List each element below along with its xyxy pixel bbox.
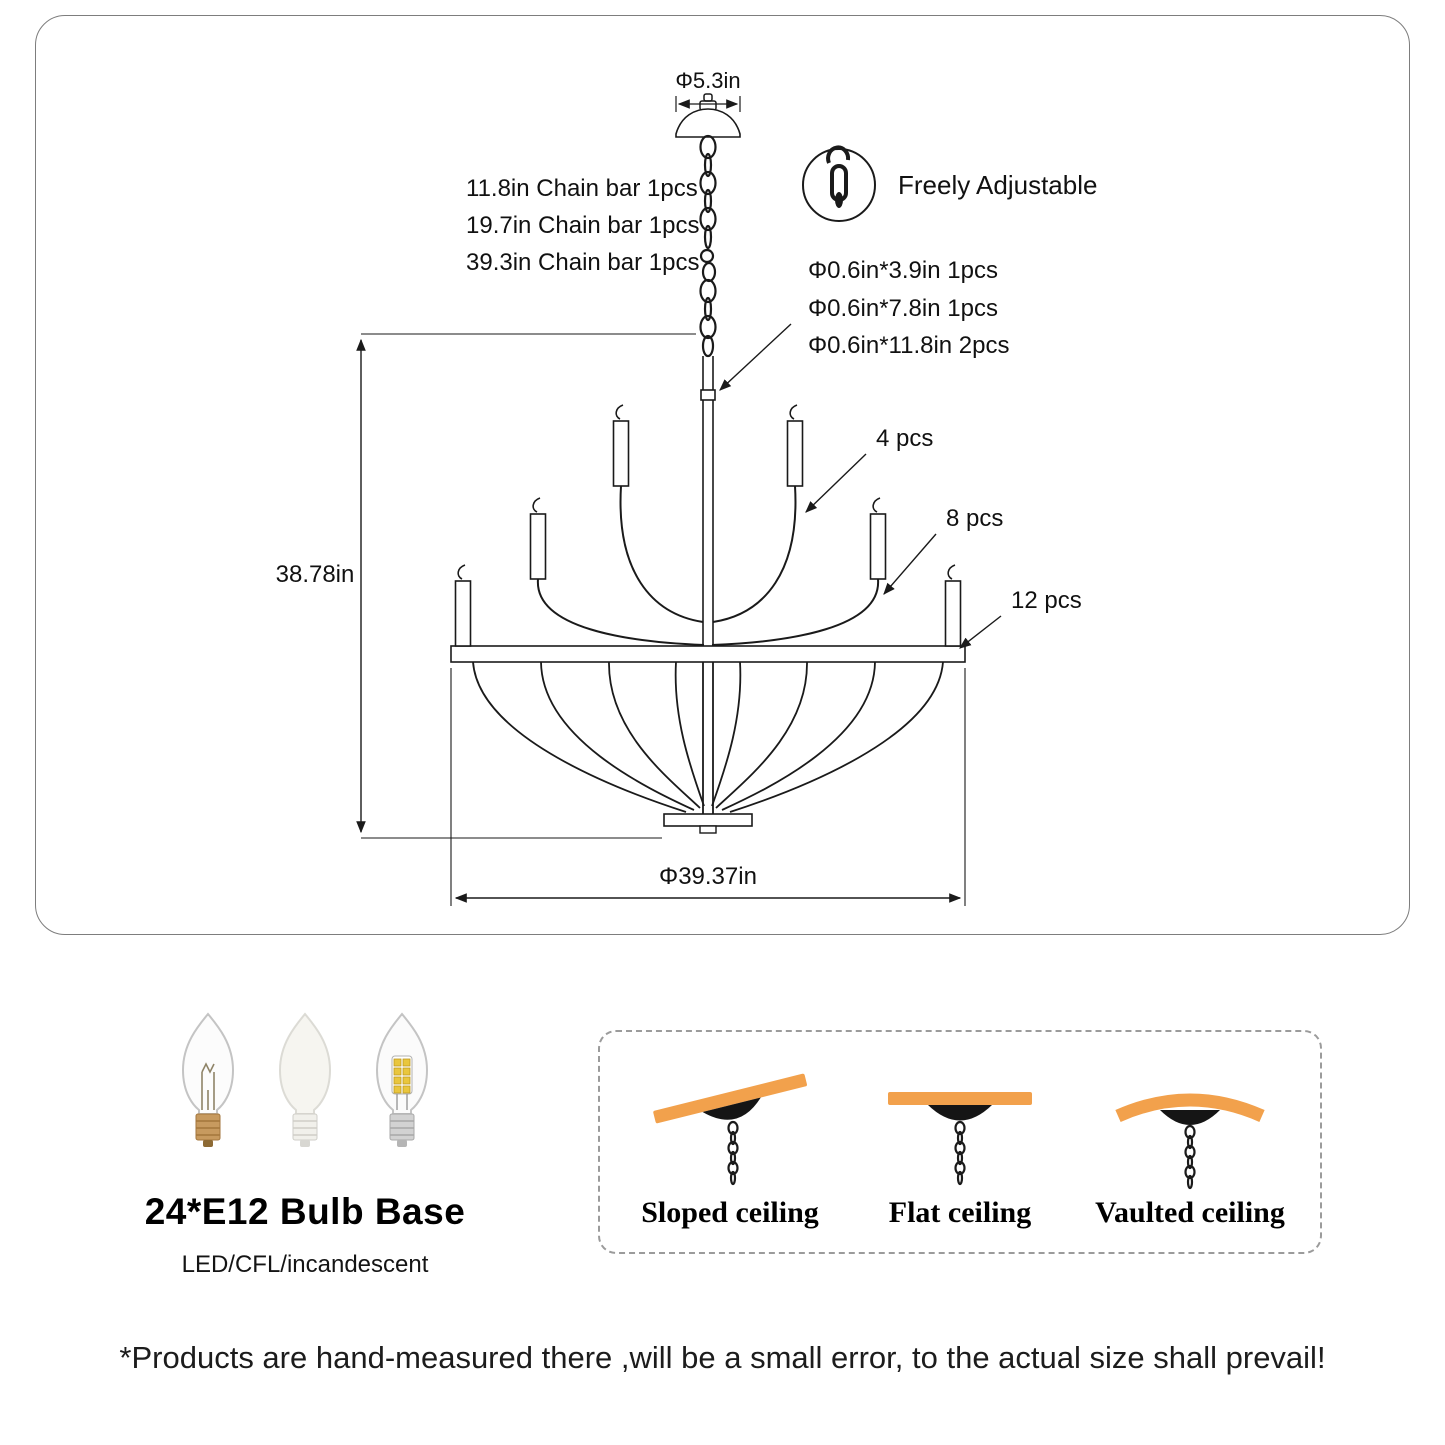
canopy-dimension: Φ5.3in — [675, 68, 741, 112]
bottom-plate — [663, 813, 753, 834]
flat-ceiling-label: Flat ceiling — [888, 1196, 1032, 1229]
height-label: 38.78in — [276, 561, 355, 588]
count-annotations: 4 pcs 8 pcs 12 pcs — [805, 425, 1082, 649]
ceiling-types-panel: Sloped ceiling Flat ceiling — [598, 1030, 1322, 1254]
candle — [869, 497, 887, 580]
bulb-section: 24*E12 Bulb Base LED/CFL/incandescent — [105, 996, 505, 1279]
hanging-chain-icon — [954, 1120, 966, 1186]
diameter-dimension: Φ39.37in — [450, 668, 966, 906]
rod-spec-item: Φ0.6in*11.8in 2pcs — [808, 332, 1010, 359]
hanging-chain-icon — [727, 1120, 739, 1186]
hanging-chain — [699, 134, 717, 358]
candle — [786, 404, 804, 487]
bulb-base-title: 24*E12 Bulb Base — [144, 1191, 466, 1232]
count-arrow — [805, 453, 867, 513]
vaulted-ceiling-label: Vaulted ceiling — [1095, 1196, 1285, 1229]
diameter-label: Φ39.37in — [659, 863, 757, 890]
rod-spec-arrow — [719, 323, 792, 391]
lower-arms — [472, 661, 944, 814]
rod-spec-item: Φ0.6in*3.9in 1pcs — [808, 257, 998, 284]
bulb-type-subtitle: LED/CFL/incandescent — [181, 1251, 429, 1278]
sloped-ceiling-icon — [653, 1073, 807, 1186]
hanging-chain-icon — [1184, 1124, 1196, 1190]
ceiling-canopy — [675, 93, 741, 138]
incandescent-bulb-icon — [181, 1012, 235, 1147]
adjuster-hook-icon — [826, 145, 851, 208]
candles — [454, 404, 962, 647]
count-arrow — [883, 533, 937, 595]
spec-diagram-panel: Φ5.3in — [35, 15, 1410, 935]
chain-bar-item: 19.7in Chain bar 1pcs — [466, 212, 699, 239]
canopy-diameter-label: Φ5.3in — [675, 68, 740, 93]
rod-spec-list: Φ0.6in*3.9in 1pcs Φ0.6in*7.8in 1pcs Φ0.6… — [719, 257, 1010, 391]
bulb-images — [181, 1012, 429, 1147]
rod-spec-item: Φ0.6in*7.8in 1pcs — [808, 295, 998, 322]
frosted-bulb-icon — [278, 1012, 332, 1147]
flat-ceiling-icon — [888, 1092, 1032, 1186]
chain-bar-list: 11.8in Chain bar 1pcs 19.7in Chain bar 1… — [466, 175, 699, 276]
chain-bar-item: 39.3in Chain bar 1pcs — [466, 249, 699, 276]
candle — [612, 404, 630, 487]
count-arrow — [959, 615, 1002, 649]
sloped-ceiling-label: Sloped ceiling — [641, 1196, 819, 1229]
vaulted-ceiling-icon — [1115, 1093, 1265, 1190]
chain-bar-item: 11.8in Chain bar 1pcs — [466, 175, 698, 202]
freely-adjustable-label: Freely Adjustable — [898, 170, 1097, 200]
ceiling-type-sloped: Sloped ceiling — [630, 1072, 830, 1230]
ceiling-type-flat: Flat ceiling — [860, 1072, 1060, 1230]
count-label-4pcs: 4 pcs — [876, 425, 933, 452]
candle — [454, 564, 472, 647]
disclaimer-text: *Products are hand-measured there ,will … — [119, 1340, 1326, 1375]
candle — [529, 497, 547, 580]
down-rod — [700, 356, 716, 646]
freely-adjustable-badge: Freely Adjustable — [802, 145, 1097, 222]
count-label-12pcs: 12 pcs — [1011, 587, 1082, 614]
height-dimension: 38.78in — [276, 333, 696, 839]
ceiling-type-vaulted: Vaulted ceiling — [1090, 1072, 1290, 1230]
bottom-ring — [450, 645, 966, 663]
candle — [944, 564, 962, 647]
led-bulb-icon — [375, 1012, 429, 1147]
count-label-8pcs: 8 pcs — [946, 505, 1003, 532]
chandelier-diagram: Φ5.3in — [276, 68, 1097, 906]
upper-arms — [536, 485, 880, 646]
